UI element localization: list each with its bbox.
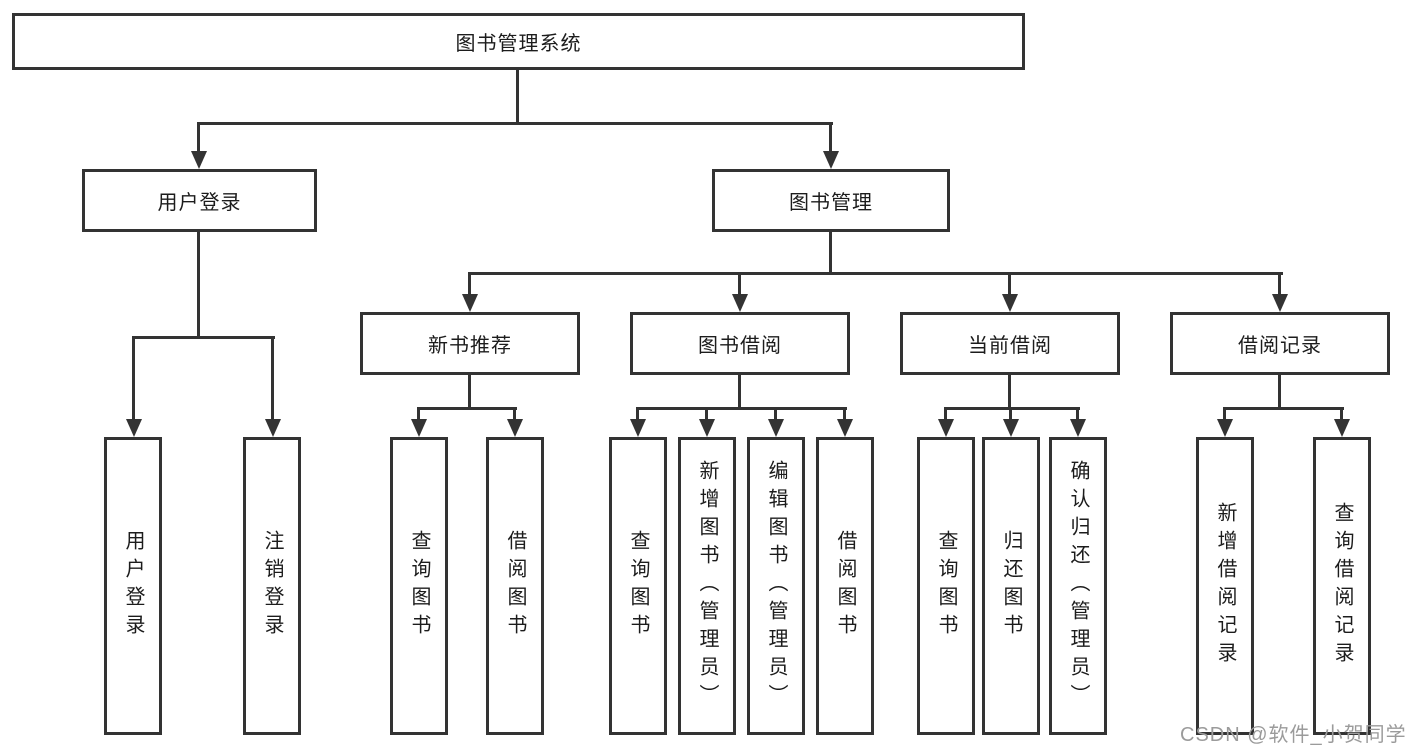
arrow-down-icon xyxy=(823,151,839,169)
node-label: 用户登录 xyxy=(157,192,242,214)
node-query-books-recommend: 查询图书 xyxy=(390,437,448,735)
connector xyxy=(738,375,741,407)
arrow-down-icon xyxy=(768,419,784,437)
node-query-books-borrow: 查询图书 xyxy=(609,437,667,735)
node-label: 确认归还（管理员） xyxy=(1067,460,1089,712)
connector xyxy=(829,232,832,272)
connector xyxy=(738,272,741,298)
node-label: 图书借阅 xyxy=(698,335,782,357)
node-current-borrowing: 当前借阅 xyxy=(900,312,1120,375)
connector xyxy=(516,70,519,122)
node-add-borrow-record: 新增借阅记录 xyxy=(1196,437,1254,735)
connector xyxy=(774,407,777,424)
connector xyxy=(468,375,471,407)
node-label: 借阅图书 xyxy=(834,530,856,642)
arrow-down-icon xyxy=(1070,419,1086,437)
node-label: 查询图书 xyxy=(935,530,957,642)
connector xyxy=(417,407,420,424)
arrow-down-icon xyxy=(732,294,748,312)
arrow-down-icon xyxy=(126,419,142,437)
connector xyxy=(468,272,1283,275)
node-label: 查询图书 xyxy=(627,530,649,642)
connector xyxy=(636,407,847,410)
node-query-borrow-record: 查询借阅记录 xyxy=(1313,437,1371,735)
node-label: 借阅图书 xyxy=(504,530,526,642)
connector xyxy=(132,336,135,424)
node-new-book-recommend: 新书推荐 xyxy=(360,312,580,375)
node-logout: 注销登录 xyxy=(243,437,301,735)
arrow-down-icon xyxy=(1334,419,1350,437)
connector xyxy=(271,336,274,424)
arrow-down-icon xyxy=(265,419,281,437)
arrow-down-icon xyxy=(411,419,427,437)
arrow-down-icon xyxy=(1272,294,1288,312)
arrow-down-icon xyxy=(699,419,715,437)
node-confirm-return-admin: 确认归还（管理员） xyxy=(1049,437,1107,735)
node-label: 借阅记录 xyxy=(1238,335,1322,357)
connector xyxy=(1278,375,1281,407)
arrow-down-icon xyxy=(1003,419,1019,437)
node-return-book: 归还图书 xyxy=(982,437,1040,735)
arrow-down-icon xyxy=(191,151,207,169)
node-edit-book-admin: 编辑图书（管理员） xyxy=(747,437,805,735)
node-label: 新增借阅记录 xyxy=(1214,502,1236,670)
connector xyxy=(1009,407,1012,424)
connector xyxy=(1278,272,1281,298)
connector xyxy=(197,232,200,336)
arrow-down-icon xyxy=(938,419,954,437)
arrow-down-icon xyxy=(462,294,478,312)
node-add-book-admin: 新增图书（管理员） xyxy=(678,437,736,735)
connector xyxy=(468,272,471,298)
arrow-down-icon xyxy=(630,419,646,437)
node-query-books-current: 查询图书 xyxy=(917,437,975,735)
node-label: 当前借阅 xyxy=(968,335,1052,357)
connector xyxy=(1223,407,1344,410)
connector xyxy=(513,407,516,424)
node-book-borrowing: 图书借阅 xyxy=(630,312,850,375)
node-borrow-books-borrow: 借阅图书 xyxy=(816,437,874,735)
node-label: 查询借阅记录 xyxy=(1331,502,1353,670)
arrow-down-icon xyxy=(837,419,853,437)
node-label: 图书管理 xyxy=(789,192,873,214)
arrow-down-icon xyxy=(507,419,523,437)
connector xyxy=(197,122,200,155)
watermark: CSDN @软件_小贺同学 xyxy=(1180,724,1405,746)
node-book-management: 图书管理 xyxy=(712,169,950,232)
connector xyxy=(829,122,832,155)
node-label: 注销登录 xyxy=(261,530,283,642)
node-borrow-books-recommend: 借阅图书 xyxy=(486,437,544,735)
node-label: 新书推荐 xyxy=(428,335,512,357)
node-label: 图书管理系统 xyxy=(455,33,582,55)
arrow-down-icon xyxy=(1217,419,1233,437)
connector xyxy=(636,407,639,424)
arrow-down-icon xyxy=(1002,294,1018,312)
connector xyxy=(1008,375,1011,407)
node-user-login-leaf: 用户登录 xyxy=(104,437,162,735)
node-library-system: 图书管理系统 xyxy=(12,13,1025,70)
connector xyxy=(944,407,947,424)
connector xyxy=(705,407,708,424)
node-label: 查询图书 xyxy=(408,530,430,642)
connector xyxy=(1223,407,1226,424)
connector xyxy=(417,407,517,410)
node-label: 用户登录 xyxy=(122,530,144,642)
node-label: 归还图书 xyxy=(1000,530,1022,642)
connector xyxy=(1076,407,1079,424)
node-label: 编辑图书（管理员） xyxy=(765,460,787,712)
connector xyxy=(197,122,833,125)
connector xyxy=(944,407,1080,410)
connector xyxy=(132,336,275,339)
node-user-login: 用户登录 xyxy=(82,169,317,232)
connector xyxy=(843,407,846,424)
node-borrowing-records: 借阅记录 xyxy=(1170,312,1390,375)
connector xyxy=(1340,407,1343,424)
node-label: 新增图书（管理员） xyxy=(696,460,718,712)
connector xyxy=(1008,272,1011,298)
